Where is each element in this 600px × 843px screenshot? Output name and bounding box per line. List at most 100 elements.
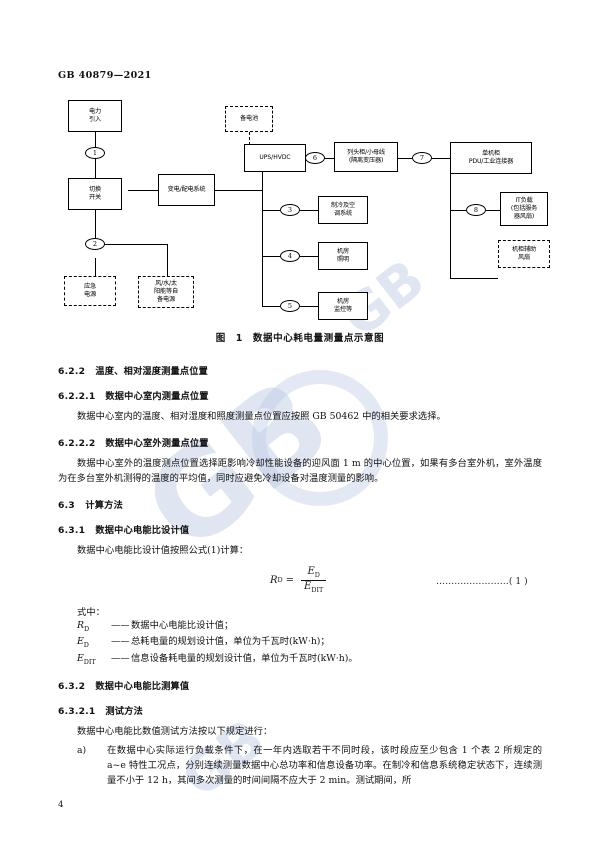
definition-symbol-subscript: DIT bbox=[83, 657, 96, 666]
paragraph-6-2-2-1: 数据中心室内的温度、相对湿度和照度测量点位置应按照 GB 50462 中的相关要… bbox=[77, 411, 446, 422]
definition-symbol-base: R bbox=[77, 620, 84, 632]
measurement-tag-6: 6 bbox=[305, 152, 325, 164]
definition-text: 总耗电量的规划设计值，单位为千瓦时(kW·h)； bbox=[131, 636, 330, 648]
heading-6-3-2: 6.3.2 数据中心电能比测算值 bbox=[58, 678, 600, 692]
formula-leader-dots: …………………… bbox=[436, 577, 509, 588]
node-ups-hvdc: UPS/HVDC bbox=[244, 144, 306, 172]
measurement-tag-4: 4 bbox=[280, 250, 300, 262]
definition-symbol: EDIT bbox=[77, 651, 111, 667]
heading-6-2-2-1-number: 6.2.2.1 bbox=[58, 391, 96, 402]
definition-dash: —— bbox=[111, 652, 130, 664]
connector-bus-to-tag4 bbox=[262, 256, 280, 258]
formula-numerator-subscript: D bbox=[314, 571, 320, 580]
paragraph-6-2-2-2: 数据中心室外的温度测点位置选择距影响冷却性能设备的迎风面 1 m 的中心位置，如… bbox=[58, 458, 542, 485]
node-substation-distribution: 变电/配电系统 bbox=[158, 174, 215, 206]
heading-6-3-1-number: 6.3.1 bbox=[58, 525, 86, 537]
figure-diagram: 电力 引入 切换 开关 变电/配电系统 应急 电源 风/水/太 阳能等自 备电源… bbox=[0, 92, 600, 322]
node-row-pdu-busway-label: 列头柜/小母线 (隔离变压器) bbox=[347, 149, 385, 164]
node-backup-battery: 备电池 bbox=[225, 106, 273, 132]
measurement-tag-8: 8 bbox=[466, 204, 486, 216]
heading-6-3-1: 6.3.1 数据中心电能比设计值 bbox=[58, 522, 600, 536]
definition-symbol: RD bbox=[77, 618, 111, 634]
node-transfer-switch-label: 切换 开关 bbox=[89, 186, 101, 201]
node-room-monitoring: 机房 监控等 bbox=[318, 292, 368, 320]
connector-distribution-bus bbox=[262, 158, 264, 306]
figure-caption: 图 1 数据中心耗电量测量点示意图 bbox=[0, 330, 600, 344]
node-room-lighting-label: 机房 照明 bbox=[337, 248, 349, 263]
node-ups-hvdc-label: UPS/HVDC bbox=[259, 154, 291, 162]
node-it-load: IT负载 (包括服务 器风扇) bbox=[500, 192, 548, 226]
node-backup-battery-label: 备电池 bbox=[240, 115, 258, 123]
connector-tag5-to-monitoring bbox=[300, 306, 318, 308]
definition-row: RD —— 数据中心电能比设计值； bbox=[77, 618, 542, 634]
running-head: GB 40879—2021 bbox=[58, 70, 152, 81]
heading-6-2-2-1: 6.2.2.1 数据中心室内测量点位置 bbox=[58, 388, 600, 402]
connector-to-self-supply bbox=[167, 244, 169, 276]
node-cooling-hvac: 制冷及空 调系统 bbox=[318, 196, 368, 224]
node-it-load-label: IT负载 (包括服务 器风扇) bbox=[510, 197, 538, 220]
connector-bus-to-tag8 bbox=[450, 210, 466, 212]
heading-6-3-title: 计算方法 bbox=[85, 500, 123, 512]
node-rack-aux-fan: 机柜辅助 风扇 bbox=[498, 240, 550, 268]
node-rack-aux-fan-label: 机柜辅助 风扇 bbox=[512, 246, 536, 261]
connector-inlet-to-switch bbox=[95, 132, 97, 194]
heading-6-3-2-1-title: 测试方法 bbox=[105, 705, 143, 717]
connector-tag2-branch bbox=[95, 244, 168, 246]
node-substation-distribution-label: 变电/配电系统 bbox=[167, 186, 206, 194]
definition-text: 信息设备耗电量的规划设计值，单位为千瓦时(kW·h)。 bbox=[131, 652, 358, 664]
node-row-pdu-busway: 列头柜/小母线 (隔离变压器) bbox=[334, 142, 398, 172]
definition-symbol-base: E bbox=[77, 636, 84, 648]
formula-denominator: EDIT bbox=[301, 581, 326, 594]
connector-switch-to-substation bbox=[128, 190, 158, 192]
node-emergency-power: 应急 电源 bbox=[64, 276, 116, 306]
paragraph-6-3-1: 数据中心电能比设计值按照公式(1)计算： bbox=[77, 545, 249, 557]
formula-numerator: ED bbox=[304, 566, 322, 580]
formula-denominator-subscript: DIT bbox=[311, 585, 324, 594]
heading-6-3-1-title: 数据中心电能比设计值 bbox=[95, 525, 190, 537]
node-rack-pdu: 单机柜 PDU/工业连接器 bbox=[450, 142, 532, 174]
definition-row: EDIT —— 信息设备耗电量的规划设计值，单位为千瓦时(kW·h)。 bbox=[77, 651, 542, 667]
connector-tag8-to-it-load bbox=[486, 210, 500, 212]
node-room-lighting: 机房 照明 bbox=[318, 242, 368, 270]
definition-symbol-base: E bbox=[77, 652, 84, 664]
formula-lhs-symbol: R bbox=[270, 574, 278, 586]
definition-symbol-subscript: D bbox=[83, 641, 89, 650]
list-item: a) 在数据中心实际运行负载条件下，在一年内选取若干不同时段，该时段应至少包含 … bbox=[58, 743, 542, 788]
node-self-supply-power: 风/水/太 阳能等自 备电源 bbox=[138, 276, 194, 308]
definition-text: 数据中心电能比设计值； bbox=[131, 620, 234, 632]
heading-6-2-2-1-title: 数据中心室内测量点位置 bbox=[105, 391, 209, 402]
formula-fraction: ED EDIT bbox=[301, 566, 327, 594]
body-content: 6.2.2 温度、相对湿度测量点位置 6.2.2.1 数据中心室内测量点位置 数… bbox=[0, 352, 600, 788]
formula-equals: = bbox=[285, 574, 295, 586]
heading-6-3-number: 6.3 bbox=[58, 500, 75, 512]
list-item-text: 在数据中心实际运行负载条件下，在一年内选取若干不同时段，该时段应至少包含 1 个… bbox=[107, 744, 542, 787]
formula-numerator-symbol: E bbox=[307, 566, 315, 578]
connector-tag7-to-rack-pdu bbox=[432, 158, 450, 160]
figure-caption-label: 图 bbox=[215, 333, 226, 344]
list-item-marker: a) bbox=[77, 744, 87, 756]
figure-caption-number: 1 bbox=[235, 333, 243, 344]
connector-rack-pdu-bus bbox=[450, 158, 452, 278]
heading-6-2-2: 6.2.2 温度、相对湿度测量点位置 bbox=[58, 363, 600, 377]
definition-symbol-subscript: D bbox=[84, 625, 90, 634]
formula-equation-number: ……………………( 1 ) bbox=[436, 577, 528, 587]
connector-substation-to-bus bbox=[215, 190, 263, 192]
heading-6-2-2-2-title: 数据中心室外测量点位置 bbox=[105, 438, 209, 450]
formula-number: ( 1 ) bbox=[508, 577, 528, 588]
definition-dash: —— bbox=[111, 620, 130, 632]
definition-row: ED —— 总耗电量的规划设计值，单位为千瓦时(kW·h)； bbox=[77, 634, 542, 650]
heading-6-3-2-title: 数据中心电能比测算值 bbox=[95, 680, 190, 692]
measurement-tag-7: 7 bbox=[412, 152, 432, 164]
where-label: 式中： bbox=[77, 607, 105, 619]
standard-code: GB 40879—2021 bbox=[58, 70, 152, 81]
connector-bus-to-tag3 bbox=[262, 210, 280, 212]
node-power-inlet: 电力 引入 bbox=[68, 100, 122, 132]
measurement-tag-3: 3 bbox=[280, 204, 300, 216]
connector-bus-to-tag5 bbox=[262, 306, 280, 308]
connector-row-pdu-to-tag7 bbox=[398, 158, 412, 160]
page-number: 4 bbox=[58, 800, 64, 810]
node-transfer-switch: 切换 开关 bbox=[68, 178, 122, 210]
connector-tag2-to-emergency bbox=[95, 258, 97, 276]
